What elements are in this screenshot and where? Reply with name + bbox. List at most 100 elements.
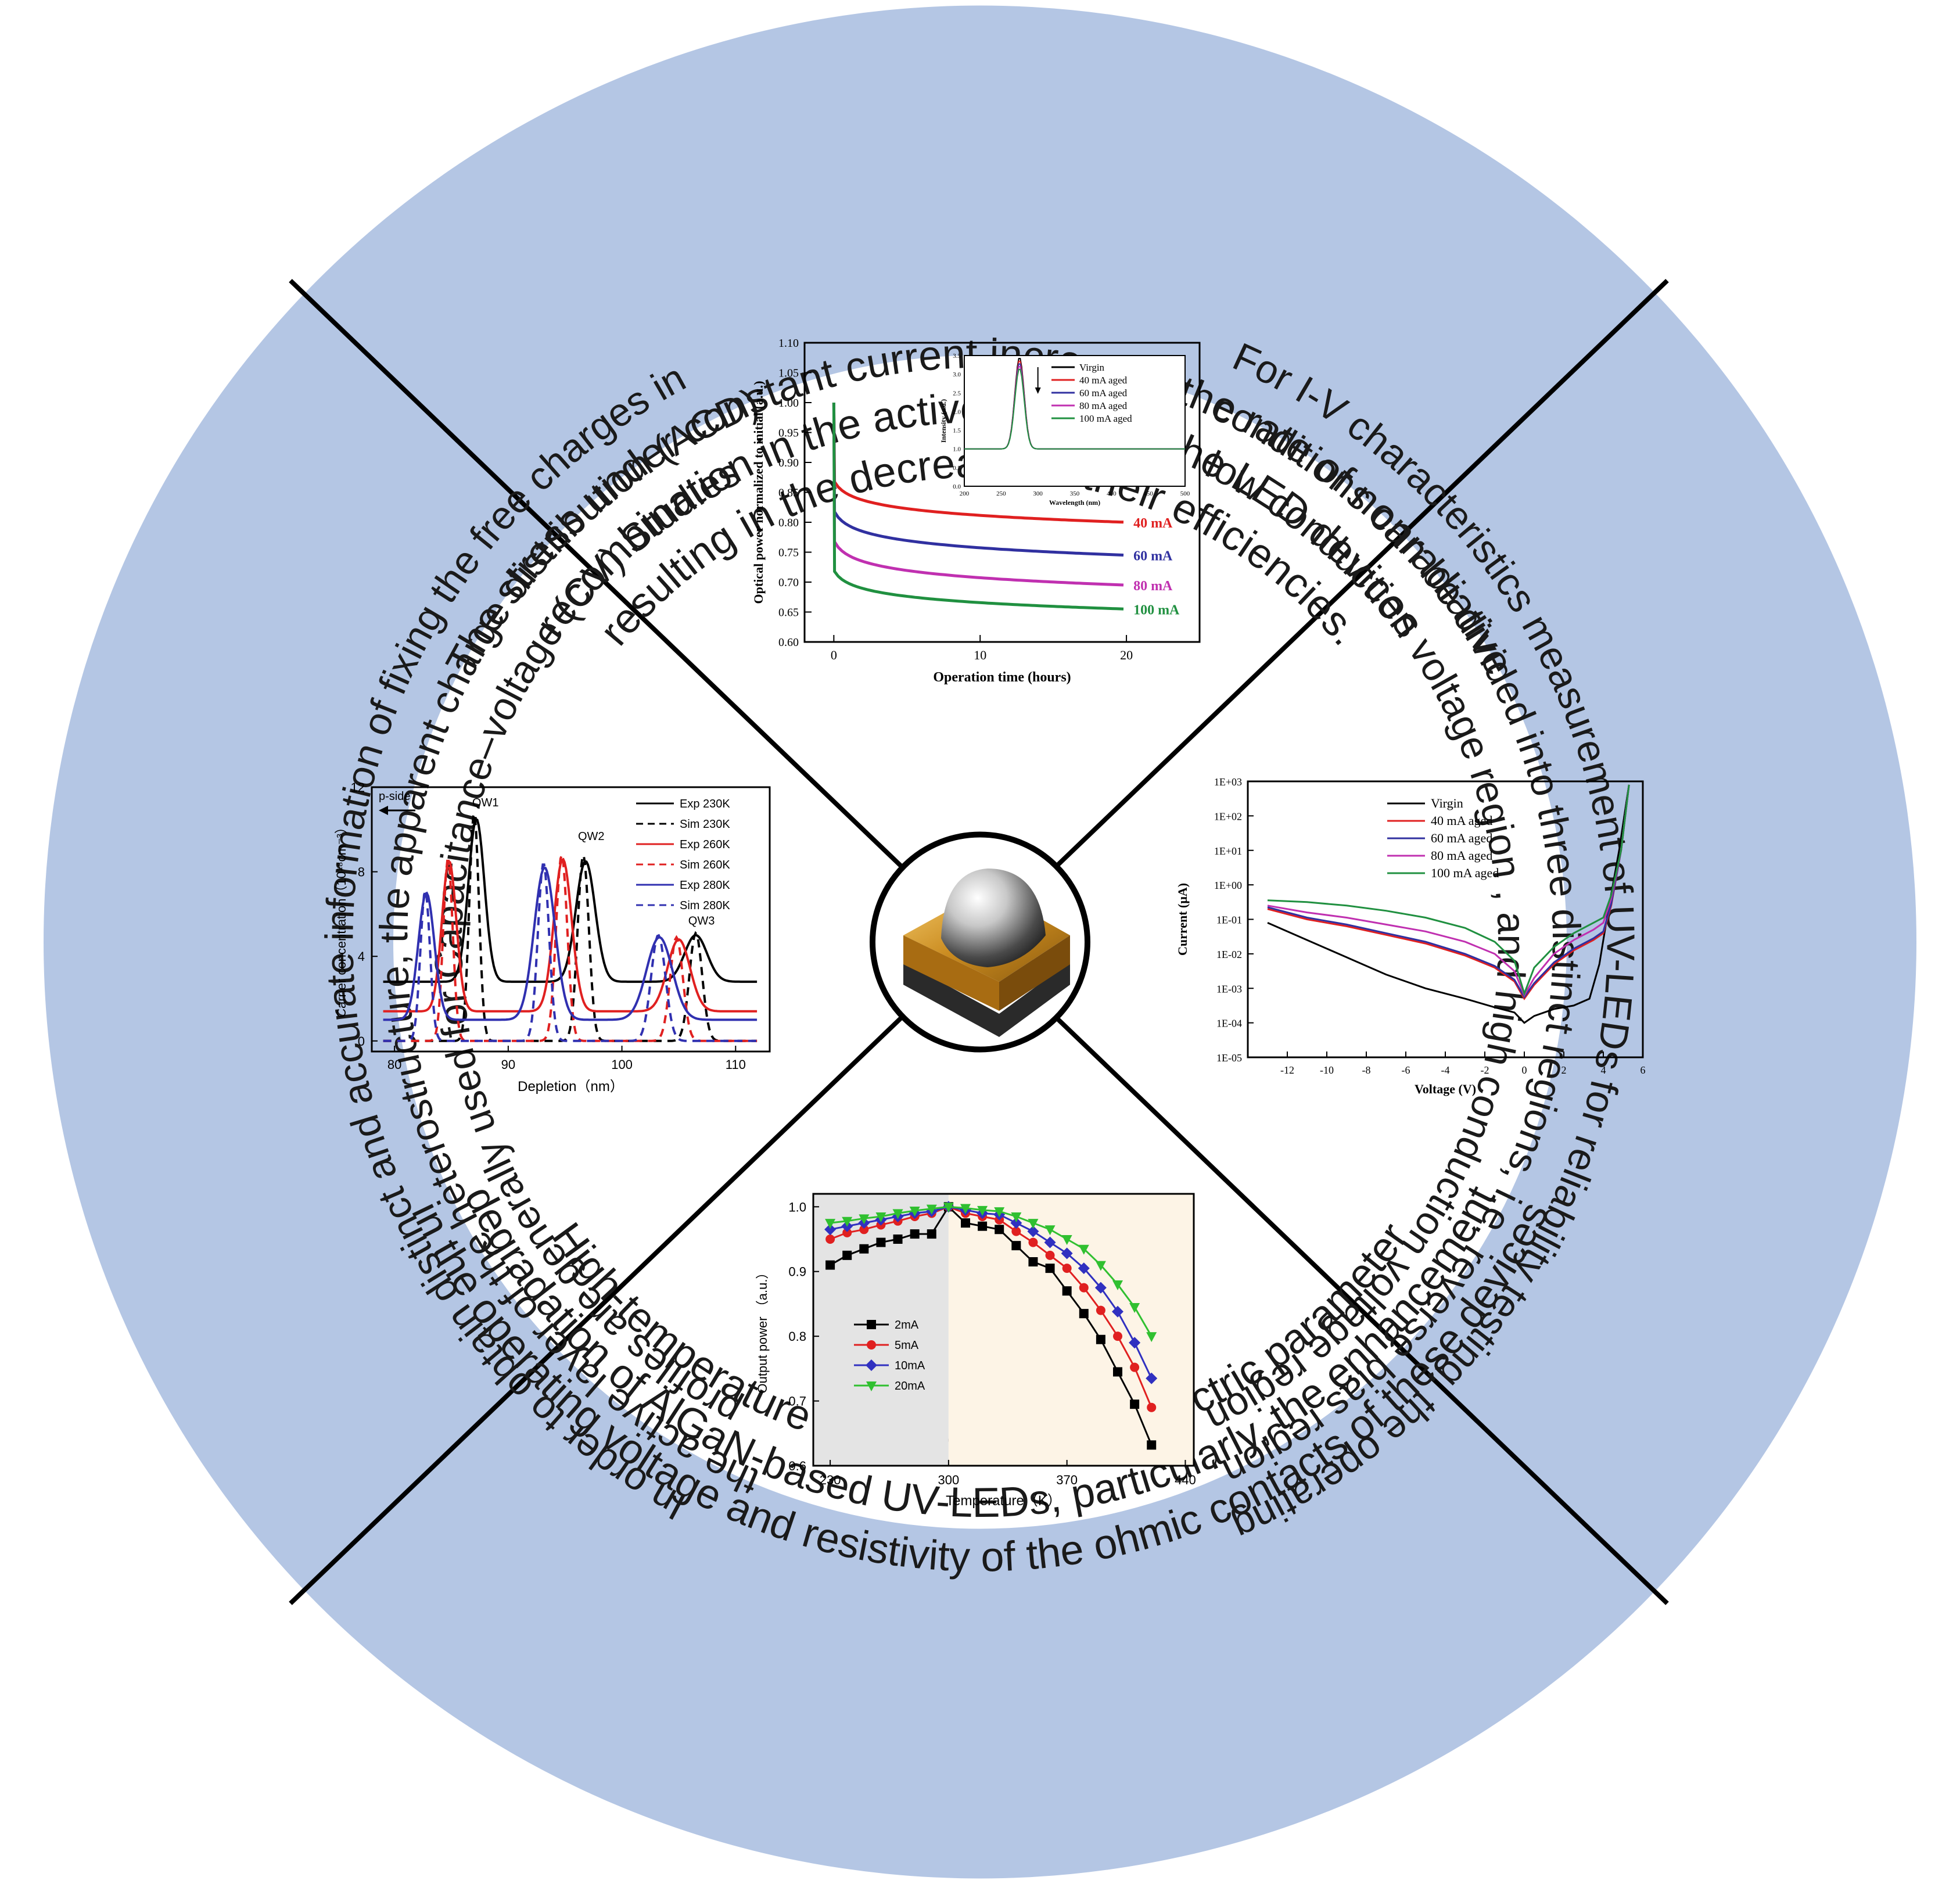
annotation-qw3: QW3 bbox=[688, 915, 715, 928]
data-point bbox=[1113, 1367, 1122, 1377]
carrier-series-4 bbox=[383, 866, 758, 1021]
data-point bbox=[977, 1205, 988, 1216]
iv-series-4 bbox=[1267, 784, 1630, 996]
led-dome bbox=[941, 869, 1046, 967]
x-tick-label: 80 bbox=[387, 1057, 401, 1072]
x-tick-label: 2 bbox=[1561, 1064, 1567, 1076]
legend-label: Exp 260K bbox=[680, 838, 730, 851]
series-label: 40 mA bbox=[1133, 516, 1173, 531]
y-tick-label: 1.0 bbox=[788, 1200, 806, 1214]
legend-label: 2mA bbox=[895, 1319, 919, 1332]
led-base bbox=[903, 961, 1070, 1037]
y-tick-label: 1.05 bbox=[778, 367, 799, 380]
legend-marker bbox=[867, 1340, 876, 1350]
data-point bbox=[1130, 1399, 1140, 1409]
inset-legend-label: 100 mA aged bbox=[1079, 413, 1132, 424]
y-tick-label: 0.6 bbox=[788, 1459, 806, 1473]
data-point bbox=[859, 1244, 869, 1254]
inset-x-tick-label: 350 bbox=[1070, 490, 1080, 497]
data-point bbox=[842, 1250, 852, 1260]
inset-x-tick-label: 500 bbox=[1180, 490, 1190, 497]
inset-y-tick-label: 0.5 bbox=[953, 465, 961, 472]
data-point bbox=[842, 1216, 853, 1227]
x-tick-label: 370 bbox=[1056, 1473, 1078, 1487]
x-tick-label: -8 bbox=[1362, 1064, 1371, 1076]
legend-label: Virgin bbox=[1431, 796, 1463, 810]
legend-label: 10mA bbox=[895, 1359, 925, 1372]
series-label: 100 mA bbox=[1133, 602, 1180, 618]
inset-x-tick-label: 300 bbox=[1033, 490, 1043, 497]
divider-bottom-left bbox=[289, 1009, 911, 1605]
data-point bbox=[943, 1203, 954, 1213]
data-point bbox=[859, 1225, 869, 1235]
data-point bbox=[995, 1225, 1004, 1235]
data-point bbox=[1061, 1235, 1072, 1245]
data-point bbox=[1062, 1264, 1072, 1273]
data-point bbox=[1129, 1337, 1141, 1349]
y-tick-label: 1E+01 bbox=[1214, 845, 1242, 857]
data-point bbox=[875, 1212, 886, 1222]
legend-label: 60 mA aged bbox=[1431, 831, 1492, 845]
inset-arrow-head bbox=[1035, 387, 1041, 394]
x-tick-label: -10 bbox=[1320, 1064, 1334, 1076]
y-tick-label: 1E+00 bbox=[1214, 880, 1242, 891]
data-point bbox=[1129, 1303, 1140, 1313]
data-point bbox=[927, 1229, 936, 1239]
legend-label: Sim 230K bbox=[680, 818, 730, 831]
legend-label: 100 mA aged bbox=[1431, 866, 1499, 880]
data-point bbox=[876, 1237, 886, 1247]
y-tick-label: 1E+03 bbox=[1214, 776, 1242, 788]
y-axis-title: Current (μA) bbox=[1175, 883, 1190, 956]
data-point bbox=[1078, 1262, 1090, 1275]
y-tick-label: 8 bbox=[358, 865, 365, 880]
carrier-series-5 bbox=[383, 863, 758, 1042]
y-tick-label: 0.70 bbox=[778, 576, 799, 589]
y-tick-label: 0.95 bbox=[778, 427, 799, 440]
inset-y-tick-label: 1.0 bbox=[953, 446, 961, 453]
data-point bbox=[825, 1219, 836, 1229]
y-tick-label: 1E-05 bbox=[1216, 1052, 1242, 1064]
led-gold-side-right bbox=[999, 935, 1070, 1011]
y-tick-label: 1.00 bbox=[778, 397, 799, 410]
x-axis-title: Temperature（K） bbox=[946, 1493, 1061, 1509]
divider-bottom-right bbox=[1047, 1009, 1669, 1605]
data-point bbox=[893, 1235, 903, 1244]
data-point bbox=[1096, 1334, 1105, 1344]
x-tick-label: -4 bbox=[1441, 1064, 1450, 1076]
y-tick-label: 0.75 bbox=[778, 547, 799, 559]
y-tick-label: 0.9 bbox=[788, 1265, 806, 1279]
data-point bbox=[1044, 1225, 1056, 1236]
annotation-p-side: p-side bbox=[379, 790, 410, 803]
uv-led-package-icon bbox=[870, 831, 1090, 1053]
inset-x-tick-label: 400 bbox=[1107, 490, 1117, 497]
data-point bbox=[1011, 1226, 1021, 1236]
y-tick-label: 0 bbox=[358, 1034, 365, 1049]
y-axis-title: Carrier concentration（10¹⁸cm⁻³） bbox=[334, 821, 349, 1018]
series-label: 80 mA bbox=[1133, 579, 1173, 594]
data-point bbox=[1078, 1244, 1089, 1255]
series-line-100-mA bbox=[832, 402, 1124, 611]
inset-y-tick-label: 1.5 bbox=[953, 428, 961, 435]
data-point bbox=[1045, 1264, 1055, 1273]
legend-label: Sim 260K bbox=[680, 859, 730, 871]
iv-series-0 bbox=[1267, 784, 1630, 1024]
data-point bbox=[825, 1235, 835, 1244]
led-gold-side-left bbox=[903, 935, 999, 1011]
legend-label: 5mA bbox=[895, 1339, 919, 1352]
y-tick-label: 0.90 bbox=[778, 457, 799, 469]
y-tick-label: 1E-04 bbox=[1216, 1018, 1242, 1029]
data-point bbox=[1061, 1247, 1073, 1259]
y-tick-label: 0.8 bbox=[788, 1329, 806, 1344]
y-tick-label: 1E-02 bbox=[1216, 949, 1242, 960]
legend-label: 40 mA aged bbox=[1431, 813, 1492, 828]
x-axis-title: Depletion（nm） bbox=[518, 1079, 624, 1094]
data-point bbox=[1112, 1280, 1123, 1290]
quadrant-dividers bbox=[289, 279, 1669, 1605]
x-axis-title: Operation time (hours) bbox=[933, 670, 1071, 685]
series-line-80-mA bbox=[832, 402, 1124, 587]
x-tick-label: 0 bbox=[831, 648, 837, 662]
